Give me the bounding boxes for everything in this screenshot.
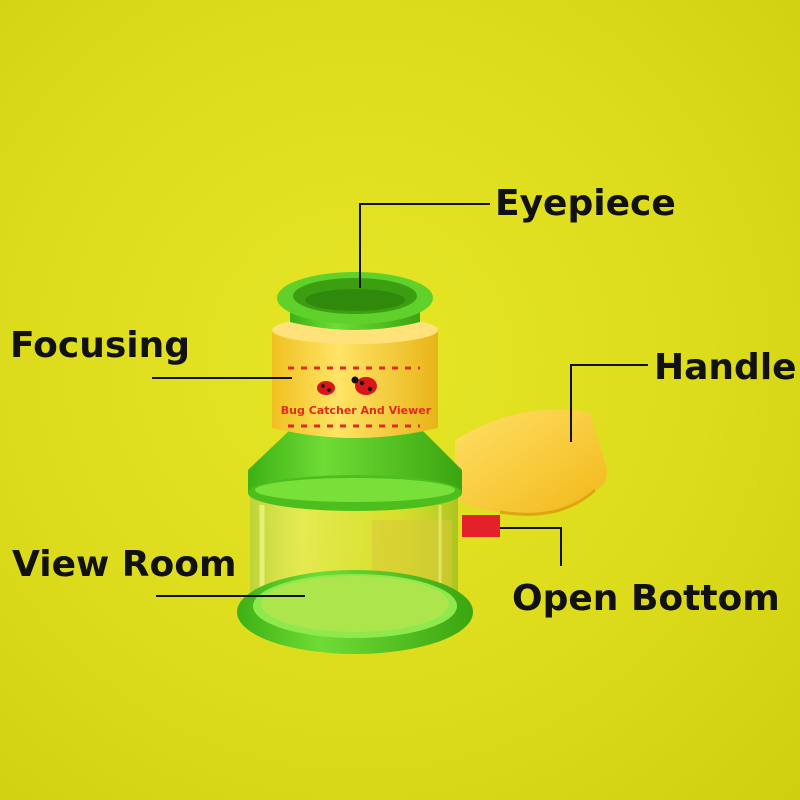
ladybug-icon	[351, 376, 377, 395]
handle-label: Handle	[654, 347, 797, 388]
leader-lines	[152, 203, 648, 597]
open-bottom-label: Open Bottom	[512, 578, 780, 619]
handle-leader-line	[570, 364, 648, 442]
handle-part	[455, 409, 607, 537]
eyepiece-label: Eyepiece	[495, 183, 676, 224]
eyepiece-part	[277, 272, 433, 330]
view-room-label: View Room	[12, 544, 237, 585]
eyepiece-leader-line	[359, 203, 490, 288]
focusing-label: Focusing	[10, 325, 190, 366]
ladybug-icon	[317, 381, 335, 395]
focusing-barrel-part: Bug Catcher And Viewer	[272, 316, 438, 438]
product-print-text: Bug Catcher And Viewer	[281, 404, 432, 417]
open-bottom-leader-line	[500, 527, 562, 566]
lid-part	[248, 428, 462, 511]
base-ring-part	[237, 570, 473, 654]
open-bottom-tab	[462, 515, 500, 537]
